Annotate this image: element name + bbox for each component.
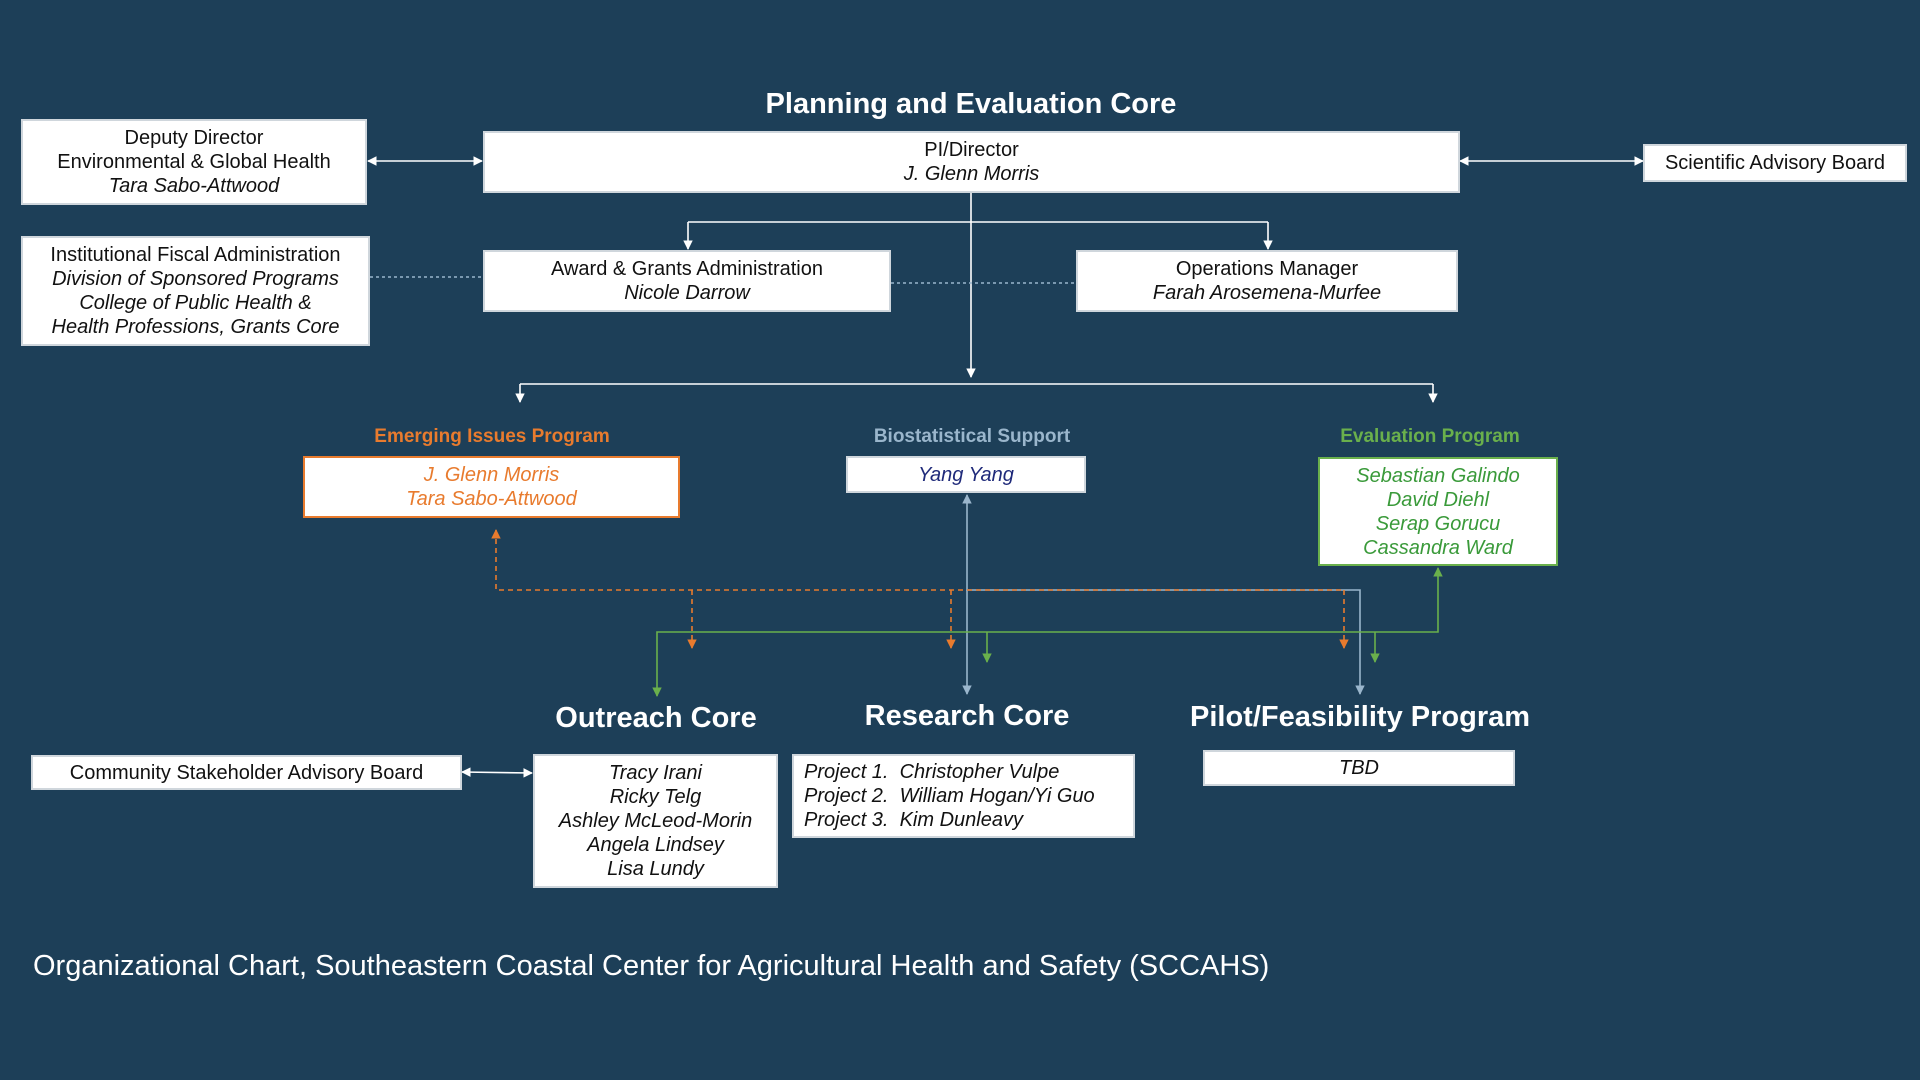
evaluation-name-2: David Diehl xyxy=(1386,488,1490,511)
fiscal-administration-box: Institutional Fiscal Administration Divi… xyxy=(21,236,370,346)
evaluation-name-1: Sebastian Galindo xyxy=(1356,464,1520,487)
fiscal-line2: Division of Sponsored Programs xyxy=(52,268,339,290)
pi-name: J. Glenn Morris xyxy=(903,163,1040,185)
evaluation-program-heading: Evaluation Program xyxy=(1340,426,1520,447)
biostat-name-1: Yang Yang xyxy=(918,463,1014,486)
community-label: Community Stakeholder Advisory Board xyxy=(69,761,424,784)
pilot-name-1: TBD xyxy=(1339,757,1379,779)
emerging-name-1: J. Glenn Morris xyxy=(423,464,560,486)
deputy-director-box: Deputy Director Environmental & Global H… xyxy=(21,119,367,205)
ops-name: Farah Arosemena-Murfee xyxy=(1152,282,1382,304)
sab-label: Scientific Advisory Board xyxy=(1664,152,1886,174)
research-project-3: Project 3. Kim Dunleavy xyxy=(804,809,1023,831)
page-title: Planning and Evaluation Core xyxy=(765,88,1177,120)
outreach-name-3: Ashley McLeod-Morin xyxy=(558,810,753,832)
pi-director-box: PI/Director J. Glenn Morris xyxy=(483,131,1460,193)
deputy-role: Deputy Director xyxy=(124,127,264,149)
deputy-name: Tara Sabo-Attwood xyxy=(108,175,280,197)
pilot-program-box: TBD xyxy=(1203,750,1515,786)
grants-administration-box: Award & Grants Administration Nicole Dar… xyxy=(483,250,891,312)
evaluation-name-4: Cassandra Ward xyxy=(1363,536,1513,559)
evaluation-name-3: Serap Gorucu xyxy=(1375,512,1501,535)
biostatistical-support-box: Yang Yang xyxy=(846,456,1086,493)
research-project-1: Project 1. Christopher Vulpe xyxy=(804,761,1060,783)
grants-role: Award & Grants Administration xyxy=(551,258,823,280)
deputy-dept: Environmental & Global Health xyxy=(57,151,331,173)
evaluation-program-box: Sebastian Galindo David Diehl Serap Goru… xyxy=(1318,457,1558,566)
emerging-issues-box: J. Glenn Morris Tara Sabo-Attwood xyxy=(303,456,680,518)
research-project-2: Project 2. William Hogan/Yi Guo xyxy=(804,785,1095,807)
outreach-name-4: Angela Lindsey xyxy=(587,834,724,856)
emerging-name-2: Tara Sabo-Attwood xyxy=(406,488,577,510)
outreach-core-box: Tracy Irani Ricky Telg Ashley McLeod-Mor… xyxy=(533,754,778,888)
outreach-name-1: Tracy Irani xyxy=(609,762,702,784)
biostatistical-support-heading: Biostatistical Support xyxy=(873,426,1071,447)
outreach-name-2: Ricky Telg xyxy=(609,786,702,808)
research-core-heading: Research Core xyxy=(864,700,1070,732)
outreach-name-5: Lisa Lundy xyxy=(607,858,704,880)
fiscal-line1: Institutional Fiscal Administration xyxy=(50,244,341,266)
ops-role: Operations Manager xyxy=(1175,258,1359,280)
pi-role: PI/Director xyxy=(924,139,1019,161)
scientific-advisory-board-box: Scientific Advisory Board xyxy=(1643,144,1907,182)
pilot-program-heading: Pilot/Feasibility Program xyxy=(1189,701,1531,733)
fiscal-line4: Health Professions, Grants Core xyxy=(51,316,340,338)
grants-name: Nicole Darrow xyxy=(624,282,750,304)
research-core-box: Project 1. Christopher Vulpe Project 2. … xyxy=(792,754,1135,838)
outreach-core-heading: Outreach Core xyxy=(555,702,757,734)
community-advisory-board-box: Community Stakeholder Advisory Board xyxy=(31,755,462,790)
operations-manager-box: Operations Manager Farah Arosemena-Murfe… xyxy=(1076,250,1458,312)
emerging-issues-heading: Emerging Issues Program xyxy=(374,426,610,447)
figure-caption: Organizational Chart, Southeastern Coast… xyxy=(33,950,1270,982)
fiscal-line3: College of Public Health & xyxy=(79,292,312,314)
